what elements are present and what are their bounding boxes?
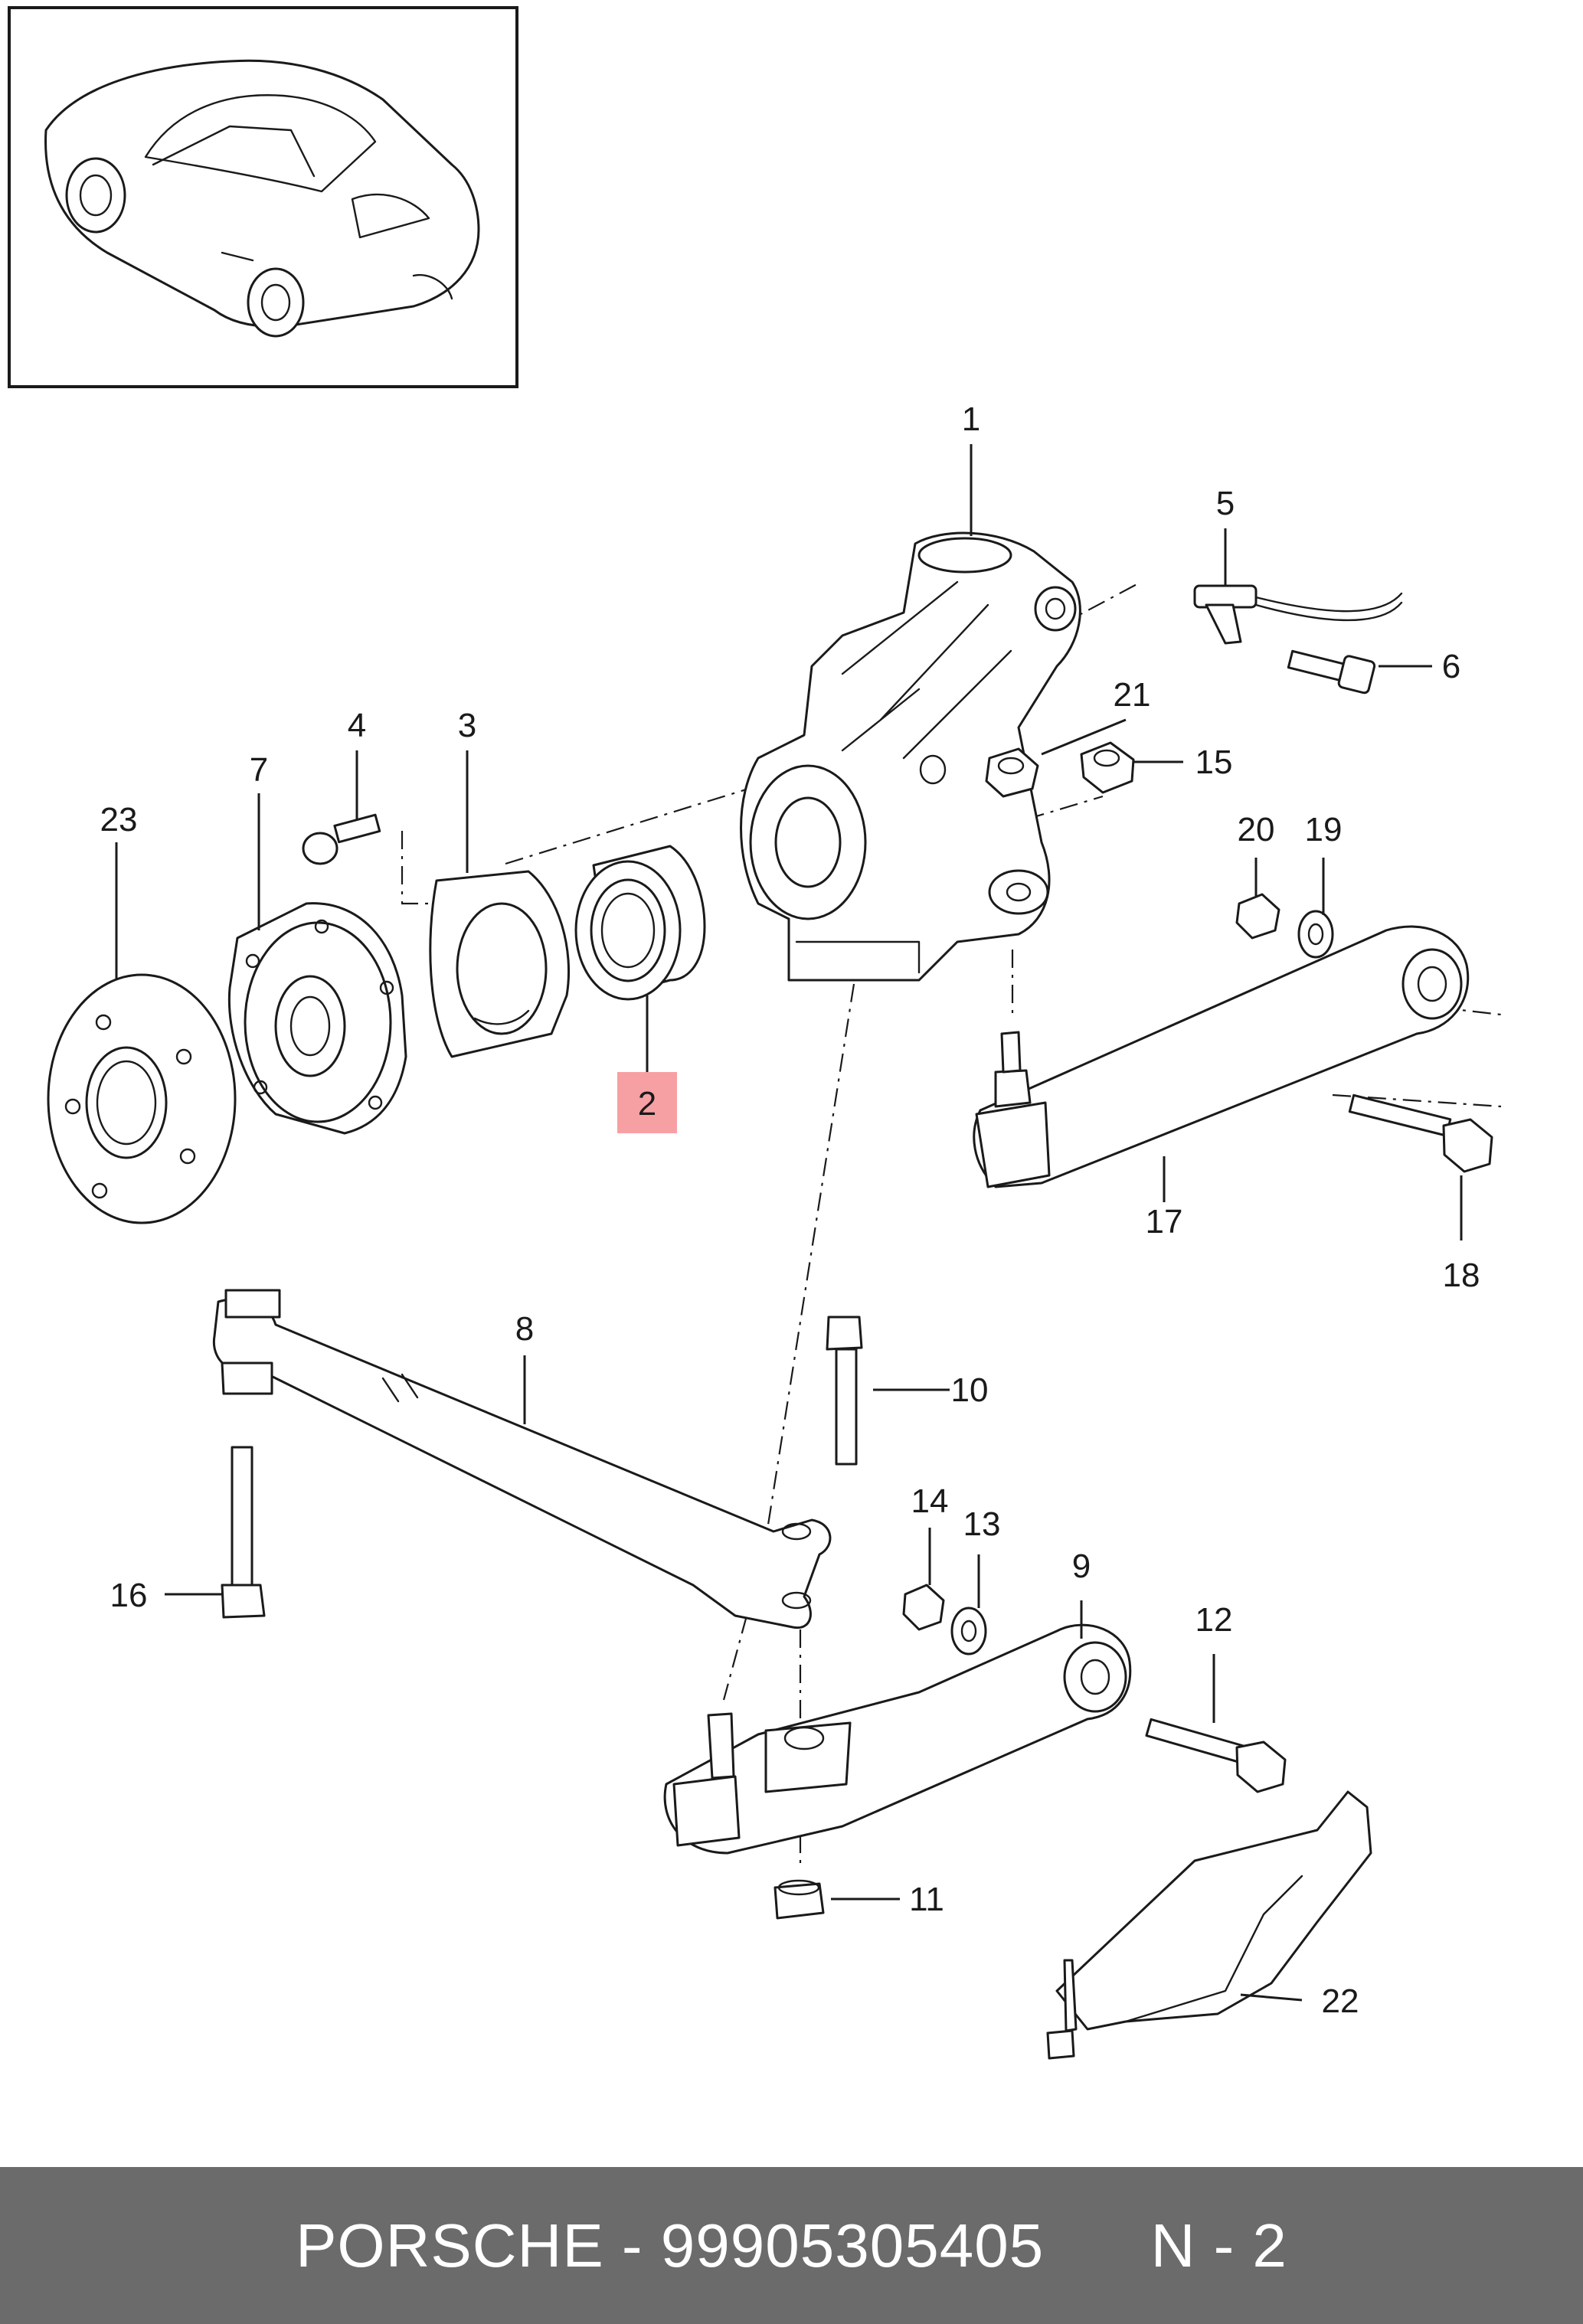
exploded-parts-diagram: 1 2 3 4 5 6 7 8 9 10 11 12 13 14 15 16 1…: [8, 6, 1502, 2060]
callout-1: 1: [962, 400, 980, 438]
callout-7: 7: [250, 751, 268, 789]
callout-labels: 1 2 3 4 5 6 7 8 9 10 11 12 13 14 15 16 1…: [100, 400, 1480, 2020]
callout-21: 21: [1114, 676, 1151, 714]
part-7-wheel-hub: [227, 902, 407, 1135]
highlight-box-part-2: [617, 1072, 677, 1133]
part-17-track-arm: [973, 925, 1470, 1188]
footer-diagram-ref: N - 2: [1150, 2211, 1287, 2280]
callout-12: 12: [1195, 1601, 1233, 1639]
part-18-bolt: [1348, 1093, 1493, 1173]
part-2-wheel-bearing: [574, 845, 706, 1001]
car-illustration: [44, 59, 480, 338]
part-4-screw: [302, 813, 381, 865]
callout-5: 5: [1216, 485, 1235, 522]
part-8-lateral-arm: [212, 1289, 832, 1629]
part-23-brake-disc: [47, 973, 237, 1224]
callout-23: 23: [100, 801, 138, 838]
part-16-bolt: [221, 1446, 266, 1619]
callout-3: 3: [458, 707, 476, 744]
footer-bar: PORSCHE - 99905305405 N - 2: [0, 2167, 1583, 2324]
leader-lines: [115, 444, 1463, 2002]
part-13-washer: [950, 1607, 987, 1656]
part-19-washer: [1297, 910, 1334, 959]
vehicle-locator-inset: [8, 6, 518, 388]
part-14-nut: [902, 1584, 945, 1631]
footer-gap: [1044, 2211, 1150, 2280]
callout-6: 6: [1442, 648, 1460, 685]
part-9-control-arm: [663, 1623, 1132, 1855]
part-10-bolt: [826, 1316, 863, 1466]
part-12-bolt: [1145, 1718, 1287, 1793]
footer-part-number: 99905305405: [660, 2211, 1045, 2280]
callout-20: 20: [1238, 811, 1275, 848]
part-22-bracket: [1046, 1790, 1372, 2060]
part-20-nut: [1235, 893, 1280, 940]
footer-caption: PORSCHE - 99905305405 N - 2: [296, 2211, 1287, 2281]
callout-11: 11: [909, 1881, 944, 1918]
callout-2: 2: [638, 1085, 656, 1123]
callout-14: 14: [911, 1482, 949, 1520]
footer-brand: PORSCHE: [296, 2211, 604, 2280]
footer-separator: -: [603, 2211, 661, 2280]
callout-9: 9: [1072, 1548, 1091, 1585]
callout-16: 16: [110, 1577, 148, 1614]
callout-19: 19: [1305, 811, 1343, 848]
callout-15: 15: [1195, 744, 1233, 781]
callout-10: 10: [951, 1371, 989, 1409]
callout-22: 22: [1322, 1982, 1359, 2020]
part-11-nut: [774, 1879, 825, 1920]
callout-8: 8: [515, 1310, 534, 1348]
part-21-nut: [985, 747, 1039, 798]
callout-13: 13: [963, 1505, 1001, 1543]
callout-4: 4: [348, 707, 366, 744]
part-3-cover-plate: [429, 870, 570, 1058]
part-15-nut: [1080, 741, 1135, 794]
part-6-bolt: [1287, 649, 1376, 695]
part-5-sensor: [1193, 584, 1403, 645]
part-1-wheel-carrier: [740, 531, 1081, 982]
callout-17: 17: [1146, 1203, 1183, 1240]
callout-18: 18: [1443, 1257, 1480, 1294]
